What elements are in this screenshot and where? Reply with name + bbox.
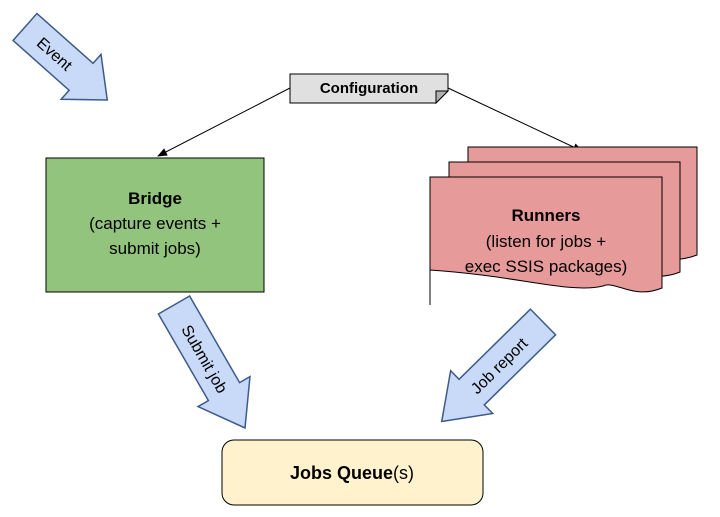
runners-stack: Runners (listen for jobs + exec SSIS pac… [429,146,698,305]
jobs-queue-box: Jobs Queue(s) [221,439,484,506]
job-report-arrow-shape [440,308,557,423]
bridge-box: Bridge (capture events + submit jobs) [45,157,265,293]
runners-description-line1: (listen for jobs + [486,232,607,251]
config-to-runners-connector [447,87,583,152]
bridge-description-line2: submit jobs) [109,239,201,258]
jobs-queue-suffix: (s) [393,463,414,483]
configuration-note: Configuration [289,73,450,105]
jobs-queue-title: Jobs Queue [290,463,393,483]
jobs-queue-box-shape [221,439,484,506]
config-to-bridge-connector [157,87,291,157]
configuration-label: Configuration [320,80,418,97]
bridge-box-shape [45,157,265,293]
bridge-title: Bridge [128,189,182,208]
jobs-queue-label: Jobs Queue(s) [290,463,414,483]
runners-doc-front [429,176,663,305]
event-arrow-shape [11,12,109,101]
job-report-arrow: Job report [440,308,557,423]
submit-job-arrow-shape [157,294,251,430]
configuration-note-fold [435,90,450,105]
bridge-description-line1: (capture events + [89,214,221,233]
event-arrow: Event [11,12,109,101]
submit-job-arrow: Submit job [157,294,251,430]
runners-description-line2: exec SSIS packages) [465,257,628,276]
runners-title: Runners [512,206,581,225]
